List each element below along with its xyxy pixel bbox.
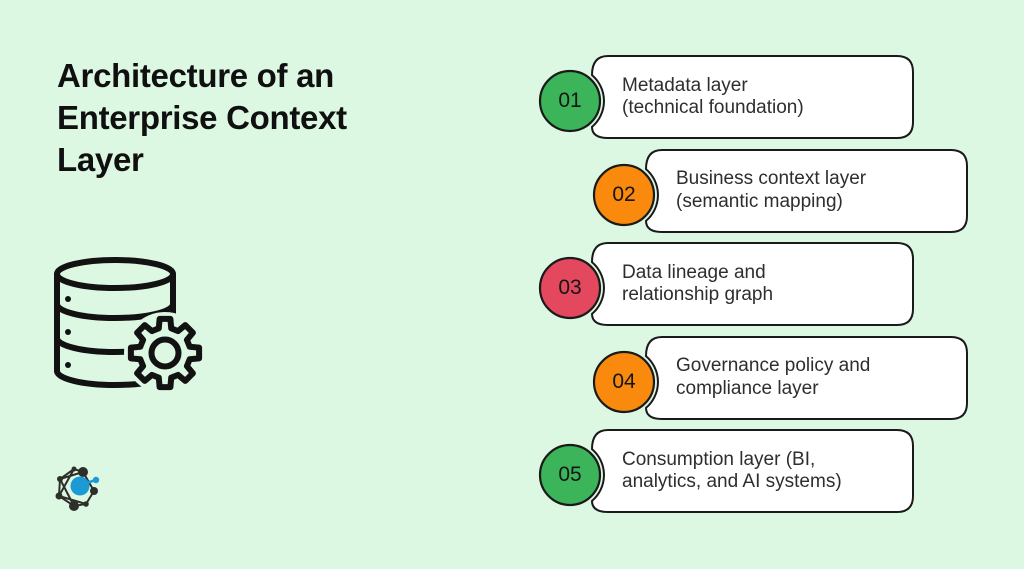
step-label-line1: Data lineage and [622,261,766,283]
database-band-1 [54,301,176,321]
step-label-line2: compliance layer [676,377,819,399]
network-graph-logo [55,466,100,511]
database-top-ellipse [54,257,176,291]
step-label-line1: Metadata layer [622,74,748,96]
step-label: Business context layer (semantic mapping… [676,150,972,232]
logo-node-left-upper [57,476,63,482]
step-label: Governance policy and compliance layer [676,337,972,419]
step-bubble-shape [592,335,968,420]
step-item-02: 02 Business context layer (semantic mapp… [592,147,976,237]
step-number-circle [538,443,602,507]
step-label-line2: analytics, and AI systems) [622,471,842,492]
logo-blue-satellite [92,476,100,484]
step-number: 03 [558,276,582,299]
gear-icon [127,315,203,391]
database-dot-2 [65,329,71,335]
step-label: Metadata layer (technical foundation) [622,56,918,138]
step-number-circle [592,350,656,413]
step-item-01: 01 Metadata layer (technical foundation) [538,53,922,143]
gear-center-hole [148,336,182,370]
step-number-circle [538,69,602,133]
step-number: 01 [558,89,582,112]
logo-node-bottom-right [83,501,89,507]
step-item-05: 05 Consumption layer (BI, analytics, and… [538,427,922,517]
logo-node-bottom [69,501,79,511]
step-label-line1: Governance policy and [676,355,871,376]
speech-bubble [644,335,968,420]
step-number: 02 [612,182,636,206]
page-title: Architecture of an Enterprise Context La… [57,57,347,178]
step-number: 04 [612,369,636,393]
speech-bubble [590,55,914,139]
logo-node-top [78,467,88,477]
step-bubble-shape [592,148,968,233]
logo-blue-core [70,476,90,496]
step-label-line2: (technical foundation) [622,97,804,118]
step-label-line1: Business context layer [676,168,867,189]
step-label-line2: relationship graph [622,284,774,305]
step-label: Consumption layer (BI, analytics, and AI… [622,430,918,512]
step-bubble-shape [538,55,914,139]
step-number-circle [538,256,602,320]
database-dot-1 [65,296,71,302]
step-number-circle [592,163,656,226]
database-gear-icon [54,257,206,394]
step-bubble-shape [538,429,914,513]
step-item-03: 03 Data lineage and relationship graph [538,240,922,330]
step-item-04: 04 Governance policy and compliance laye… [592,334,976,424]
logo-node-top-small [71,466,77,472]
step-label: Data lineage and relationship graph [622,243,918,325]
database-dot-3 [65,362,71,368]
step-bubble-shape [538,242,914,326]
step-label-line2: (semantic mapping) [676,190,843,212]
speech-bubble [644,148,968,233]
logo-node-left-lower [55,492,63,500]
step-number: 05 [558,463,582,486]
step-label-line1: Consumption layer (BI, [622,448,816,470]
speech-bubble [590,242,914,326]
speech-bubble [590,429,914,513]
logo-node-right [90,487,98,495]
